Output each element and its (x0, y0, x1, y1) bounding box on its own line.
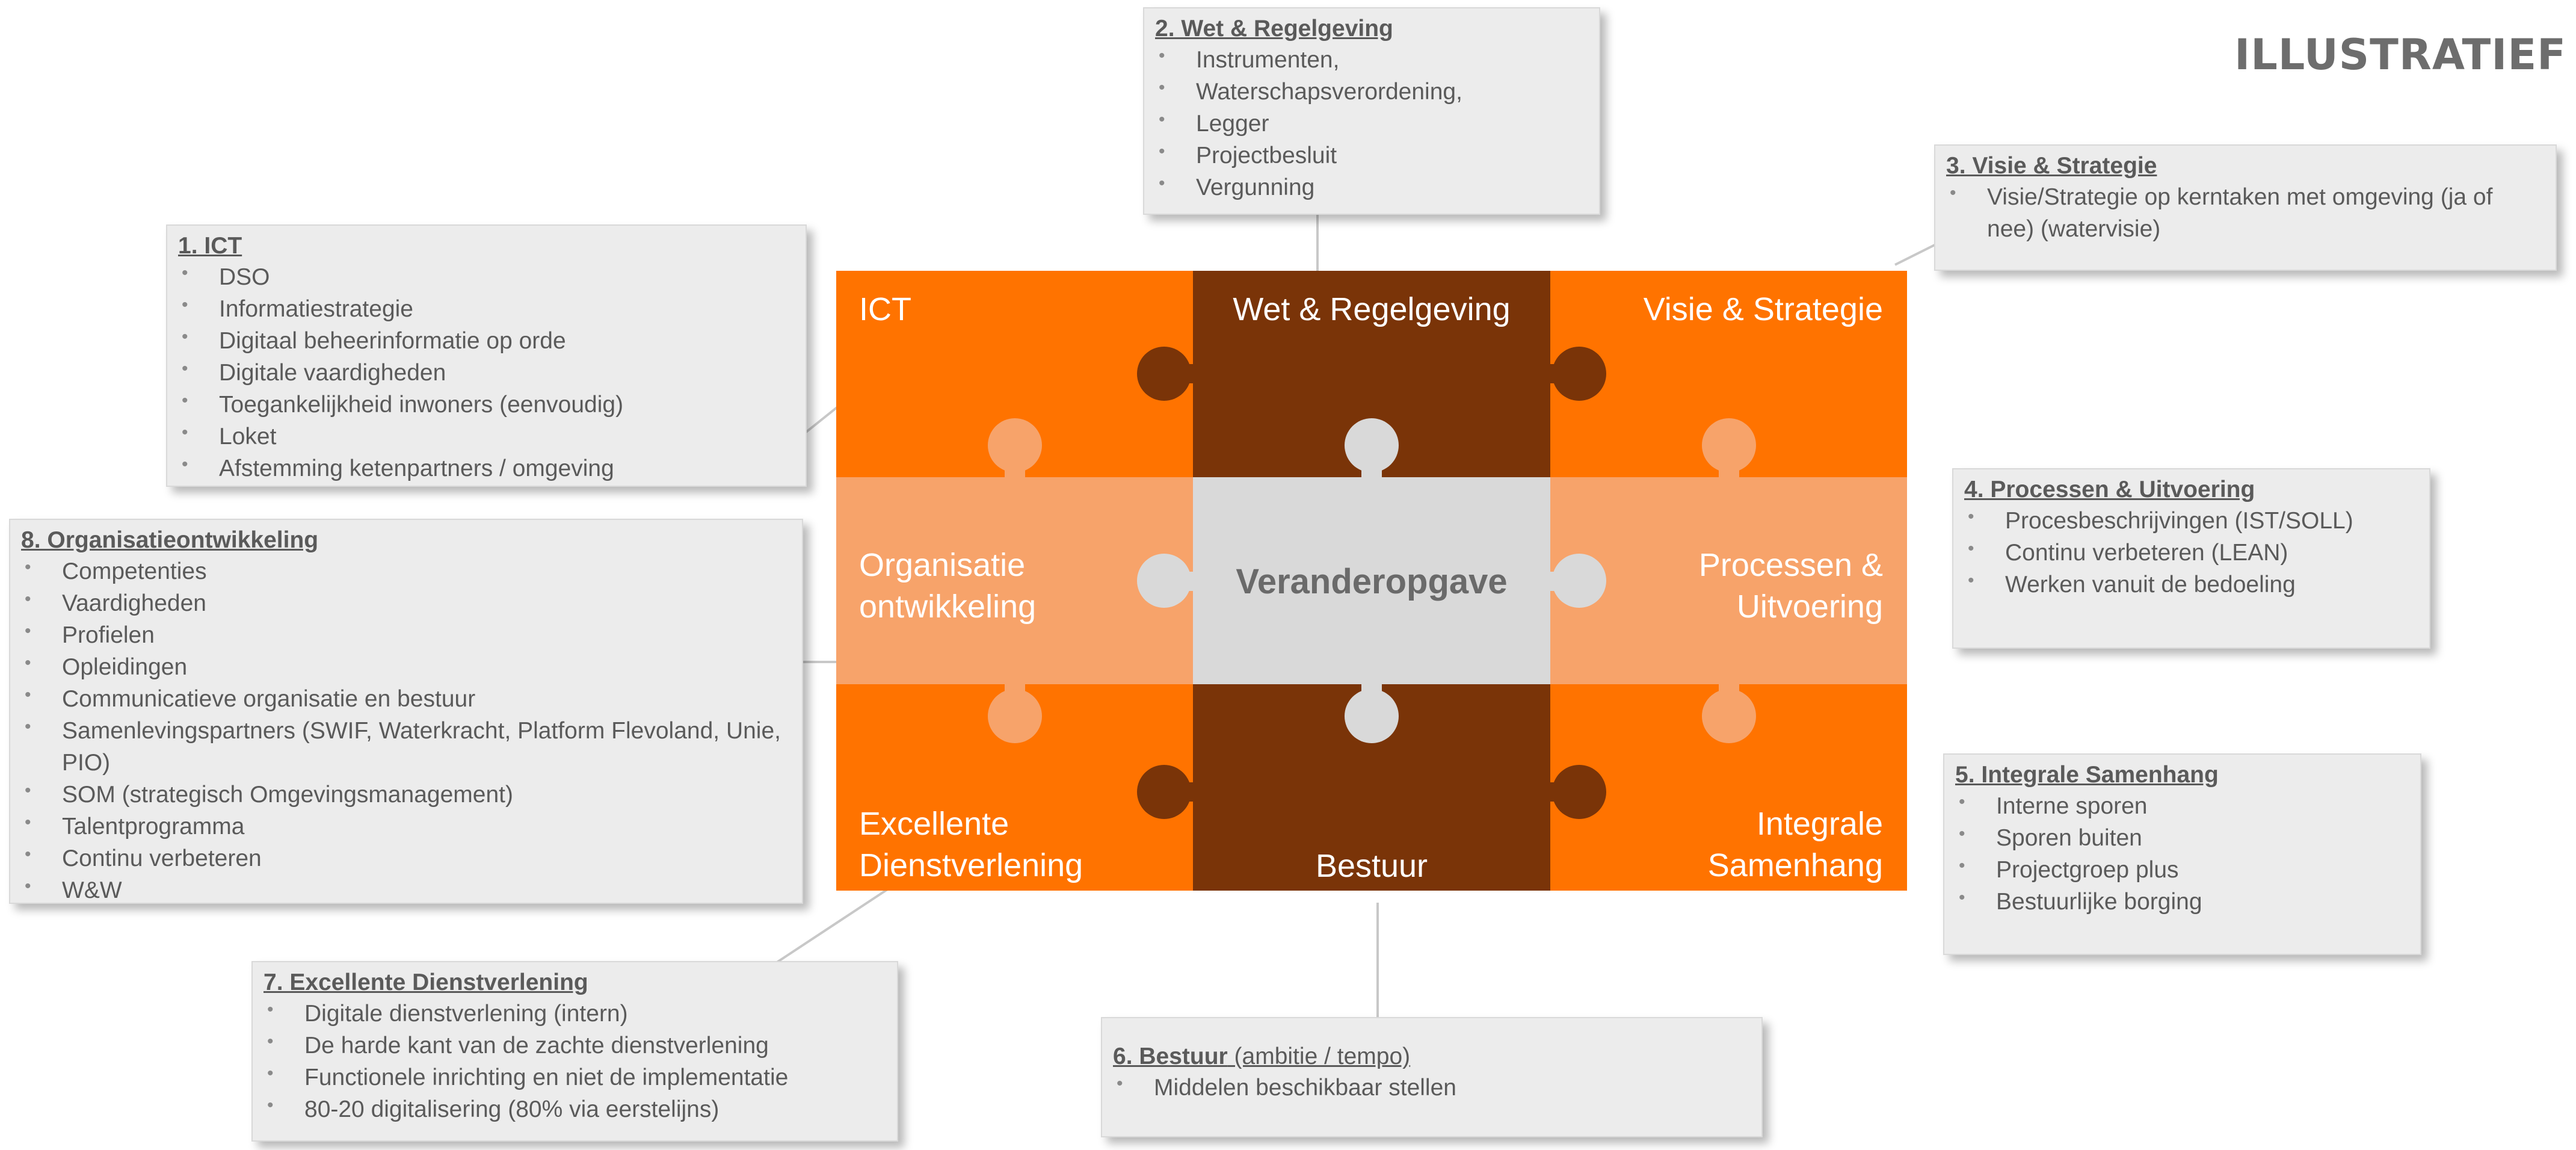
callout-org-title: 8. Organisatieontwikkeling (21, 527, 319, 553)
callout-exc-item: De harde kant van de zachte dienstverlen… (263, 1030, 886, 1062)
callout-ict: 1. ICT DSOInformatiestrategieDigitaal be… (166, 224, 807, 487)
label-center: Veranderopgave (1236, 562, 1508, 601)
callout-proc: 4. Processen & Uitvoering Procesbeschrij… (1952, 468, 2430, 649)
callout-wet-list: Instrumenten,Waterschapsverordening,Legg… (1155, 44, 1588, 203)
label-org: Organisatie ontwikkeling (859, 545, 1036, 627)
illustratief-tag: ILLUSTRATIEF (2234, 30, 2566, 79)
label-int: Integrale Samenhang (1708, 803, 1883, 886)
callout-int-item: Sporen buiten (1955, 822, 2409, 854)
tile-org (836, 477, 1193, 684)
callout-ict-item: DSO (178, 261, 795, 293)
callout-bestuur-title-suffix: (ambitie / tempo) (1227, 1043, 1411, 1069)
callout-ict-item: Digitale vaardigheden (178, 357, 795, 389)
callout-exc-item: Functionele inrichting en niet de implem… (263, 1062, 886, 1093)
callout-org-item: W&W (21, 874, 791, 906)
callout-org-item: Talentprogramma (21, 811, 791, 842)
callout-ict-item: Loket (178, 421, 795, 453)
callout-visie-title: 3. Visie & Strategie (1946, 153, 2157, 179)
callout-proc-item: Werken vanuit de bedoeling (1964, 569, 2418, 601)
callout-bestuur-title-line: 6. Bestuur (ambitie / tempo) (1113, 1042, 1751, 1072)
label-org-line1: Organisatie (859, 547, 1026, 583)
label-exc: Excellente Dienstverlening (859, 803, 1083, 886)
callout-exc-item: 80-20 digitalisering (80% via eerstelijn… (263, 1093, 886, 1125)
callout-int-item: Projectgroep plus (1955, 854, 2409, 886)
callout-org-item: Samenlevingspartners (SWIF, Waterkracht,… (21, 715, 791, 779)
callout-bestuur: 6. Bestuur (ambitie / tempo) Middelen be… (1101, 1017, 1763, 1137)
callout-int-list: Interne sporenSporen buitenProjectgroep … (1955, 790, 2409, 918)
label-exc-line2: Dienstverlening (859, 847, 1083, 883)
callout-proc-title: 4. Processen & Uitvoering (1964, 477, 2255, 502)
callout-exc-item: Digitale dienstverlening (intern) (263, 998, 886, 1030)
callout-int-item: Interne sporen (1955, 790, 2409, 822)
callout-org-item: Vaardigheden (21, 587, 791, 619)
callout-exc-list: Digitale dienstverlening (intern)De hard… (263, 998, 886, 1125)
callout-org: 8. Organisatieontwikkeling CompetentiesV… (9, 519, 803, 904)
puzzle-graphic (836, 271, 1907, 891)
callout-wet-item: Instrumenten, (1155, 44, 1588, 76)
callout-ict-item: Digitaal beheerinformatie op orde (178, 325, 795, 357)
callout-wet: 2. Wet & Regelgeving Instrumenten,Waters… (1143, 7, 1600, 215)
callout-wet-item: Waterschapsverordening, (1155, 76, 1588, 108)
callout-org-item: SOM (strategisch Omgevingsmanagement) (21, 779, 791, 811)
label-int-line1: Integrale (1756, 806, 1883, 842)
callout-visie-list: Visie/Strategie op kerntaken met omgevin… (1946, 181, 2545, 245)
callout-ict-item: Informatiestrategie (178, 293, 795, 325)
callout-ict-list: DSOInformatiestrategieDigitaal beheerinf… (178, 261, 795, 484)
label-exc-line1: Excellente (859, 806, 1009, 842)
callout-bestuur-list: Middelen beschikbaar stellen (1113, 1072, 1751, 1104)
callout-proc-item: Procesbeschrijvingen (IST/SOLL) (1964, 505, 2418, 537)
callout-visie: 3. Visie & Strategie Visie/Strategie op … (1934, 144, 2557, 271)
callout-wet-item: Projectbesluit (1155, 140, 1588, 172)
label-proc-line2: Uitvoering (1736, 588, 1883, 625)
callout-org-list: CompetentiesVaardighedenProfielenOpleidi… (21, 555, 791, 906)
tile-proc (1550, 477, 1907, 684)
callout-org-item: Profielen (21, 619, 791, 651)
callout-org-item: Opleidingen (21, 651, 791, 683)
puzzle-matrix: ICT Wet & Regelgeving Visie & Strategie … (836, 271, 1907, 894)
label-proc: Processen & Uitvoering (1699, 545, 1883, 627)
callout-wet-title: 2. Wet & Regelgeving (1155, 16, 1393, 42)
callout-proc-list: Procesbeschrijvingen (IST/SOLL)Continu v… (1964, 505, 2418, 601)
callout-int: 5. Integrale Samenhang Interne sporenSpo… (1943, 753, 2421, 955)
label-wet: Wet & Regelgeving (1233, 291, 1511, 327)
label-proc-line1: Processen & (1698, 547, 1883, 583)
callout-exc: 7. Excellente Dienstverlening Digitale d… (251, 961, 898, 1142)
label-org-line2: ontwikkeling (859, 588, 1037, 625)
label-ict: ICT (859, 291, 911, 327)
callout-ict-item: Afstemming ketenpartners / omgeving (178, 453, 795, 484)
label-bestuur: Bestuur (1315, 848, 1428, 884)
callout-exc-title: 7. Excellente Dienstverlening (263, 969, 588, 995)
callout-proc-item: Continu verbeteren (LEAN) (1964, 537, 2418, 569)
label-visie: Visie & Strategie (1643, 291, 1883, 327)
callout-bestuur-title: 6. Bestuur (1113, 1043, 1228, 1069)
callout-visie-item: Visie/Strategie op kerntaken met omgevin… (1946, 181, 2545, 245)
callout-ict-title: 1. ICT (178, 233, 242, 259)
callout-org-item: Competenties (21, 555, 791, 587)
label-int-line2: Samenhang (1707, 847, 1883, 883)
callout-org-item: Communicatieve organisatie en bestuur (21, 683, 791, 715)
callout-wet-item: Legger (1155, 108, 1588, 140)
callout-int-title: 5. Integrale Samenhang (1955, 762, 2219, 788)
callout-bestuur-item: Middelen beschikbaar stellen (1113, 1072, 1751, 1104)
callout-org-item: Continu verbeteren (21, 842, 791, 874)
callout-wet-item: Vergunning (1155, 172, 1588, 203)
callout-int-item: Bestuurlijke borging (1955, 886, 2409, 918)
callout-ict-item: Toegankelijkheid inwoners (eenvoudig) (178, 389, 795, 421)
tile-center (1193, 477, 1550, 684)
